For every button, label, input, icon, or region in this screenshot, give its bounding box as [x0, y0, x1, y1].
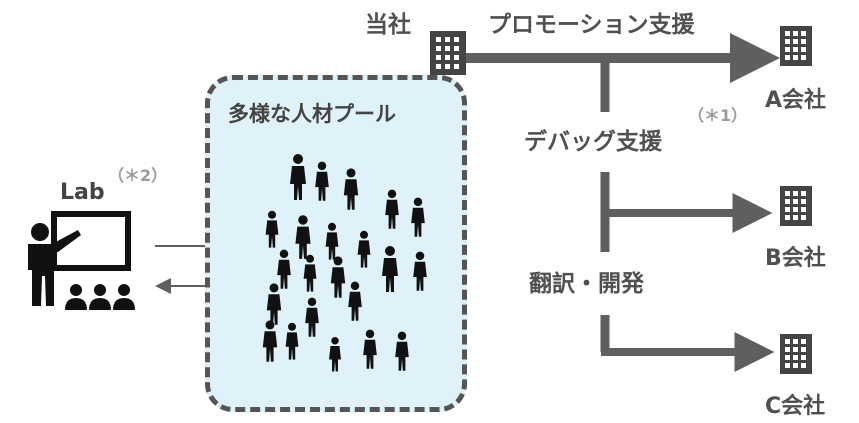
client-a-label: A会社: [765, 88, 827, 113]
client-a-building-icon: [780, 26, 812, 66]
debug-note: （＊1）: [688, 106, 748, 125]
lab-label: Lab: [60, 180, 105, 205]
debug-support-label: デバッグ支援: [524, 129, 662, 155]
promotion-support-label: プロモーション支援: [488, 12, 695, 38]
teacher-presentation-icon: [28, 211, 135, 310]
company-building-icon: [430, 31, 466, 75]
client-b-label: B会社: [765, 246, 826, 271]
client-b-building-icon: [780, 186, 812, 226]
client-c-building-icon: [780, 334, 812, 374]
company-label: 当社: [365, 12, 411, 38]
lab-note: （＊2）: [108, 166, 168, 185]
translation-dev-label: 翻訳・開発: [529, 271, 644, 297]
talent-pool-label: 多様な人材プール: [228, 102, 396, 126]
client-c-label: C会社: [765, 394, 826, 419]
